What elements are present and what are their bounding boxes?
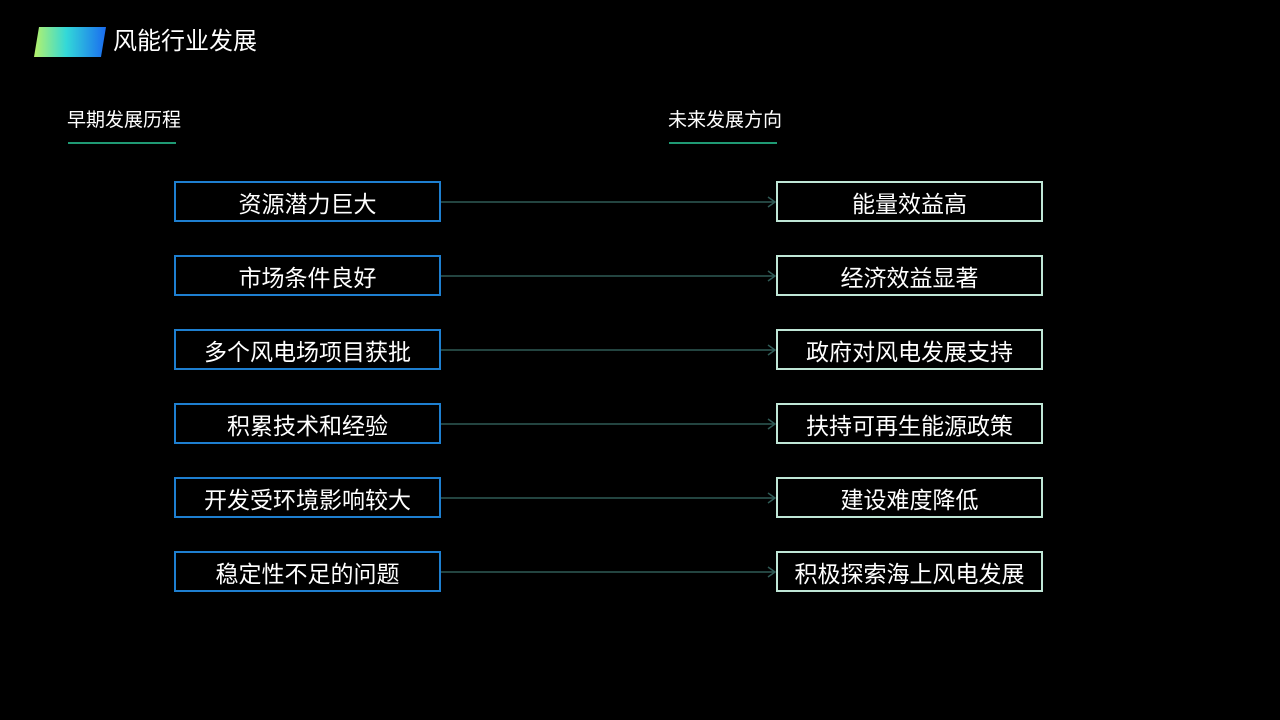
right-column-heading: 未来发展方向 <box>668 109 783 131</box>
future-direction-box-3: 政府对风电发展支持 <box>776 329 1043 370</box>
future-direction-box-6: 积极探索海上风电发展 <box>776 551 1043 592</box>
early-stage-box-5: 开发受环境影响较大 <box>174 477 441 518</box>
future-direction-box-4: 扶持可再生能源政策 <box>776 403 1043 444</box>
left-column-heading: 早期发展历程 <box>67 109 182 131</box>
future-direction-box-5: 建设难度降低 <box>776 477 1043 518</box>
connector-arrow-2 <box>441 270 777 282</box>
title-logo-icon <box>34 27 106 57</box>
early-stage-box-4: 积累技术和经验 <box>174 403 441 444</box>
left-heading-underline <box>68 142 176 144</box>
future-direction-box-2: 经济效益显著 <box>776 255 1043 296</box>
early-stage-box-2: 市场条件良好 <box>174 255 441 296</box>
early-stage-box-3: 多个风电场项目获批 <box>174 329 441 370</box>
early-stage-box-6: 稳定性不足的问题 <box>174 551 441 592</box>
right-heading-underline <box>669 142 777 144</box>
future-direction-box-1: 能量效益高 <box>776 181 1043 222</box>
early-stage-box-1: 资源潜力巨大 <box>174 181 441 222</box>
connector-arrow-1 <box>441 196 777 208</box>
connector-arrow-6 <box>441 566 777 578</box>
connector-arrow-3 <box>441 344 777 356</box>
page-title: 风能行业发展 <box>113 27 257 55</box>
connector-arrow-5 <box>441 492 777 504</box>
connector-arrow-4 <box>441 418 777 430</box>
